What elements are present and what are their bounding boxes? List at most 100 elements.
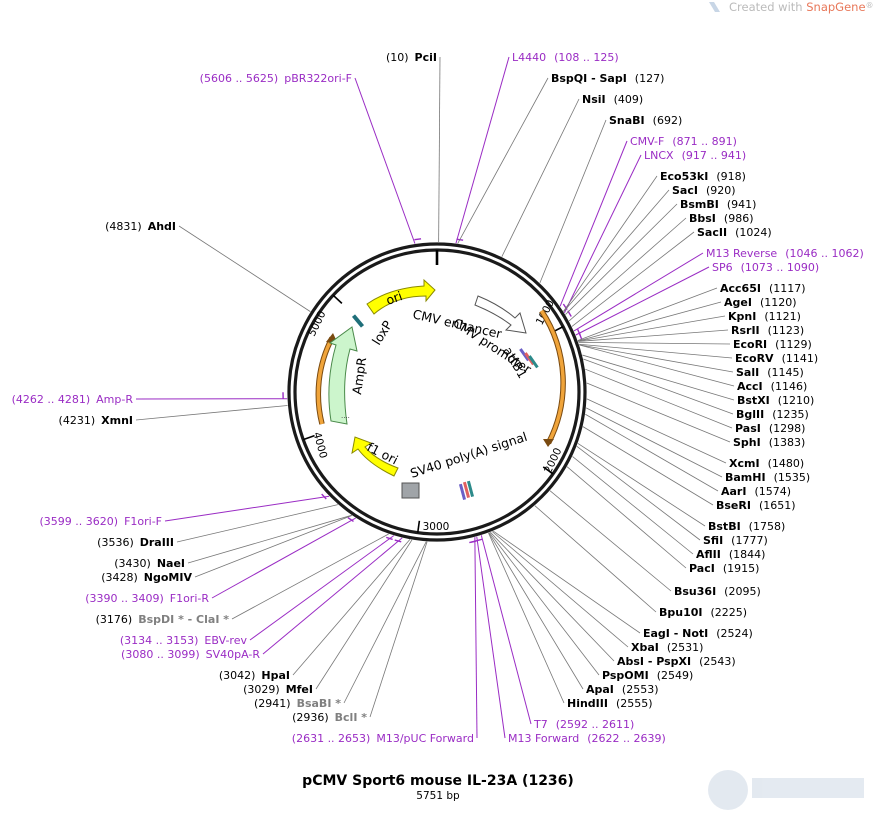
primer-mark bbox=[578, 333, 583, 341]
leader-line bbox=[566, 466, 687, 569]
site-name: AbsI - PspXI bbox=[617, 655, 691, 668]
site-position: (1117) bbox=[769, 282, 806, 295]
site-name: XcmI bbox=[729, 457, 760, 470]
site-label-hpai: (3042)HpaI bbox=[219, 669, 290, 682]
site-position: (1145) bbox=[767, 366, 804, 379]
site-position: (1535) bbox=[774, 471, 811, 484]
site-position: (1073 .. 1090) bbox=[741, 261, 820, 274]
leader-line bbox=[585, 407, 723, 478]
site-name: XbaI bbox=[631, 641, 659, 654]
tick-label-3000: 3000 bbox=[423, 521, 450, 533]
primer-mark bbox=[321, 493, 327, 500]
site-name: EagI - NotI bbox=[643, 627, 708, 640]
site-label-pbr322ori-f: (5606 .. 5625) pBR322ori-F bbox=[200, 72, 352, 85]
site-label-bseri: BseRI(1651) bbox=[716, 499, 796, 512]
site-label-xbai: XbaI(2531) bbox=[631, 641, 703, 654]
ori-arrow bbox=[366, 278, 436, 315]
site-position: (5606 .. 5625) bbox=[200, 72, 279, 85]
site-label-sacii: SacII(1024) bbox=[697, 226, 772, 239]
site-label-absi-pspxi: AbsI - PspXI(2543) bbox=[617, 655, 736, 668]
site-position: (1758) bbox=[749, 520, 786, 533]
site-name: BsmBI bbox=[680, 198, 719, 211]
site-position: (3029) bbox=[243, 683, 280, 696]
watermark: Created with SnapGene® bbox=[709, 0, 874, 14]
site-name: HindIII bbox=[567, 697, 608, 710]
primer-mark bbox=[386, 536, 393, 541]
site-name: BamHI bbox=[725, 471, 766, 484]
site-position: (2936) bbox=[292, 711, 329, 724]
site-position: (3042) bbox=[219, 669, 256, 682]
primer-mark bbox=[347, 517, 354, 522]
site-name: PacI bbox=[689, 562, 715, 575]
site-position: (10) bbox=[386, 51, 409, 64]
site-name: PciI bbox=[415, 51, 437, 64]
site-position: (1121) bbox=[764, 310, 801, 323]
leader-line bbox=[582, 354, 735, 401]
site-position: (3536) bbox=[97, 536, 134, 549]
leader-line bbox=[488, 532, 584, 690]
site-position: (1120) bbox=[760, 296, 797, 309]
sv40-mark-c bbox=[466, 480, 475, 497]
tick-line-4000 bbox=[302, 434, 315, 441]
site-position: (918) bbox=[716, 170, 746, 183]
leader-line bbox=[187, 514, 352, 564]
site-name: EcoRI bbox=[733, 338, 767, 351]
site-label-bbsi: BbsI(986) bbox=[689, 212, 754, 225]
site-label-rsrii: RsrII(1123) bbox=[731, 324, 804, 337]
site-name: T7 bbox=[533, 718, 548, 731]
feature-loxp-label: loxP bbox=[369, 317, 396, 347]
site-label-saci: SacI(920) bbox=[672, 184, 736, 197]
sv40-mark-a bbox=[458, 483, 467, 500]
leader-line bbox=[474, 537, 478, 739]
leader-line bbox=[501, 98, 580, 257]
leader-line bbox=[568, 217, 687, 322]
feature-sv40-label: SV40 poly(A) signal bbox=[408, 429, 529, 481]
site-name: pBR322ori-F bbox=[284, 72, 352, 85]
watermark-suffix: ® bbox=[866, 1, 874, 10]
site-label-bcli: (2936)BclI * bbox=[292, 711, 367, 724]
site-position: (409) bbox=[614, 93, 644, 106]
site-label-f1ori-f: (3599 .. 3620)F1ori-F bbox=[40, 515, 163, 528]
site-name: Bsu36I bbox=[674, 585, 716, 598]
site-position: (2524) bbox=[716, 627, 753, 640]
site-label-bamhi: BamHI (1535) bbox=[725, 471, 810, 484]
site-position: (941) bbox=[727, 198, 757, 211]
site-name: DraIII bbox=[140, 536, 174, 549]
site-name: BglII bbox=[736, 408, 764, 421]
site-label-bsabi: (2941)BsaBI * bbox=[254, 697, 341, 710]
site-label-ngomiv: (3428)NgoMIV bbox=[101, 571, 192, 584]
site-label-sv40pa-r: (3080 .. 3099)SV40pA-R bbox=[121, 648, 260, 661]
leader-line bbox=[563, 189, 670, 312]
site-label-amp-r: (4262 .. 4281)Amp-R bbox=[12, 393, 134, 406]
site-label-ecorv: EcoRV(1141) bbox=[735, 352, 818, 365]
site-position: (1141) bbox=[782, 352, 819, 365]
vendor-logo-icon bbox=[708, 770, 748, 810]
site-name: F1ori-R bbox=[170, 592, 210, 605]
ampr-dots: .... bbox=[341, 412, 350, 420]
leader-line bbox=[249, 535, 395, 641]
site-name: AgeI bbox=[724, 296, 752, 309]
leader-line bbox=[579, 344, 735, 387]
site-label-bstxi: BstXI(1210) bbox=[737, 394, 814, 407]
site-position: (108 .. 125) bbox=[554, 51, 619, 64]
site-position: (3430) bbox=[114, 557, 151, 570]
site-position: (2225) bbox=[711, 606, 748, 619]
site-position: (1298) bbox=[769, 422, 806, 435]
site-name: BbsI bbox=[689, 212, 716, 225]
site-name: AccI bbox=[737, 380, 763, 393]
site-label-nsii: NsiI(409) bbox=[582, 93, 643, 106]
site-label-f1ori-r: (3390 .. 3409)F1ori-R bbox=[85, 592, 209, 605]
leader-line bbox=[178, 225, 311, 312]
leader-line bbox=[135, 405, 288, 421]
site-position: (917 .. 941) bbox=[682, 149, 747, 162]
primer-mark bbox=[469, 540, 477, 544]
site-label-bsmbi: BsmBI (941) bbox=[680, 198, 756, 211]
site-name: LNCX bbox=[644, 149, 674, 162]
leader-line bbox=[476, 536, 506, 739]
leader-line bbox=[577, 287, 718, 341]
site-name: BsaBI * bbox=[297, 697, 342, 710]
leader-line bbox=[488, 532, 565, 704]
site-label-acc65i: Acc65I(1117) bbox=[720, 282, 806, 295]
site-label-aflii: AflII(1844) bbox=[696, 548, 765, 561]
leader-line bbox=[579, 344, 734, 373]
